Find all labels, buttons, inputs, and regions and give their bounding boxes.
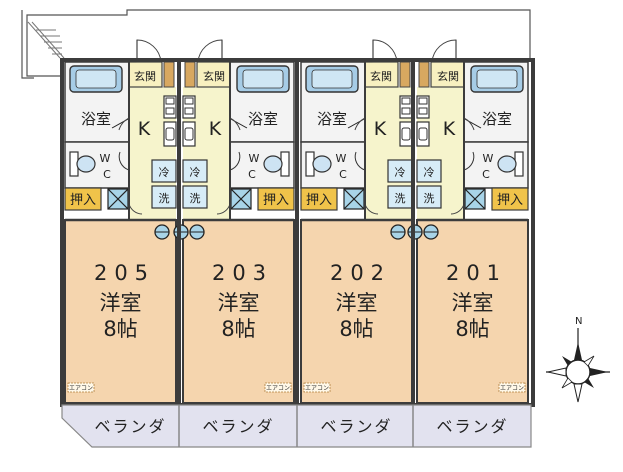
room-type: 洋室 bbox=[218, 291, 260, 315]
fridge-label: 冷 bbox=[159, 166, 170, 179]
aircon-icon bbox=[67, 382, 95, 393]
fridge-space bbox=[416, 159, 442, 183]
shoe-cabinet bbox=[399, 61, 411, 88]
washer-label: 洗 bbox=[159, 192, 170, 205]
room-size: 8帖 bbox=[455, 317, 489, 341]
room-type: 洋室 bbox=[336, 291, 378, 315]
aircon-icon bbox=[264, 382, 292, 393]
toilet-icon bbox=[263, 155, 283, 173]
fridge-space bbox=[151, 159, 177, 183]
genkan-label: 玄関 bbox=[437, 69, 459, 83]
washer-space bbox=[151, 185, 177, 209]
closet bbox=[300, 187, 338, 211]
veranda-label: ベランダ bbox=[436, 417, 508, 436]
room-number: 203 bbox=[212, 261, 273, 285]
washer-label: 洗 bbox=[190, 192, 201, 205]
room-size: 8帖 bbox=[221, 317, 255, 341]
veranda-label: ベランダ bbox=[94, 417, 166, 436]
aircon-icon bbox=[303, 382, 331, 393]
genkan-label: 玄関 bbox=[370, 69, 392, 83]
aircon-label: エアコン bbox=[266, 385, 290, 392]
aircon-label: エアコン bbox=[500, 385, 524, 392]
washer-label: 洗 bbox=[424, 192, 435, 205]
shoe-cabinet bbox=[184, 61, 196, 88]
aircon-label: エアコン bbox=[305, 385, 329, 392]
kitchen-label: K bbox=[209, 118, 222, 140]
fridge-label: 冷 bbox=[424, 166, 435, 179]
genkan bbox=[364, 61, 399, 88]
toilet-w-label: W bbox=[100, 152, 111, 165]
bath-label: 浴室 bbox=[317, 110, 347, 128]
room-size: 8帖 bbox=[103, 317, 137, 341]
washer-label: 洗 bbox=[395, 192, 406, 205]
toilet-c-label: C bbox=[103, 168, 111, 181]
compass-icon: N bbox=[546, 316, 610, 403]
bath-label: 浴室 bbox=[81, 110, 111, 128]
closet bbox=[257, 187, 295, 211]
closet bbox=[64, 187, 102, 211]
toilet-w-label: W bbox=[483, 152, 494, 165]
toilet-icon bbox=[497, 155, 517, 173]
room-type: 洋室 bbox=[452, 291, 494, 315]
veranda-area: ベランダ ベランダ ベランダ ベランダ bbox=[61, 404, 532, 448]
washer-space bbox=[416, 185, 442, 209]
washer-space bbox=[182, 185, 208, 209]
toilet-icon bbox=[76, 155, 96, 173]
shoe-cabinet bbox=[163, 61, 175, 88]
veranda-label: ベランダ bbox=[320, 417, 392, 436]
room-number: 202 bbox=[330, 261, 391, 285]
fridge-space bbox=[182, 159, 208, 183]
veranda-label: ベランダ bbox=[202, 417, 274, 436]
compass-north-label: N bbox=[575, 316, 582, 327]
genkan-label: 玄関 bbox=[134, 69, 156, 83]
fridge-label: 冷 bbox=[190, 166, 201, 179]
closet-label: 押入 bbox=[306, 193, 332, 208]
toilet-w-label: W bbox=[336, 152, 347, 165]
toilet-w-label: W bbox=[249, 152, 260, 165]
room-number: 205 bbox=[94, 261, 155, 285]
main-room bbox=[64, 219, 177, 404]
closet-label: 押入 bbox=[263, 193, 289, 208]
room-type: 洋室 bbox=[100, 291, 142, 315]
aircon-label: エアコン bbox=[69, 385, 93, 392]
genkan-label: 玄関 bbox=[203, 69, 225, 83]
bath-label: 浴室 bbox=[482, 110, 512, 128]
kitchen-label: K bbox=[443, 118, 456, 140]
aircon-icon bbox=[498, 382, 526, 393]
bath-label: 浴室 bbox=[248, 110, 278, 128]
kitchen-label: K bbox=[138, 118, 151, 140]
fridge-label: 冷 bbox=[395, 166, 406, 179]
room-number: 201 bbox=[446, 261, 507, 285]
shoe-cabinet bbox=[418, 61, 430, 88]
kitchen-label: K bbox=[374, 118, 387, 140]
toilet-c-label: C bbox=[339, 168, 347, 181]
closet bbox=[491, 187, 529, 211]
main-room bbox=[416, 219, 529, 404]
toilet-c-label: C bbox=[248, 168, 256, 181]
toilet-c-label: C bbox=[482, 168, 490, 181]
closet-label: 押入 bbox=[70, 193, 96, 208]
room-size: 8帖 bbox=[339, 317, 373, 341]
closet-label: 押入 bbox=[497, 193, 523, 208]
toilet-icon bbox=[312, 155, 332, 173]
